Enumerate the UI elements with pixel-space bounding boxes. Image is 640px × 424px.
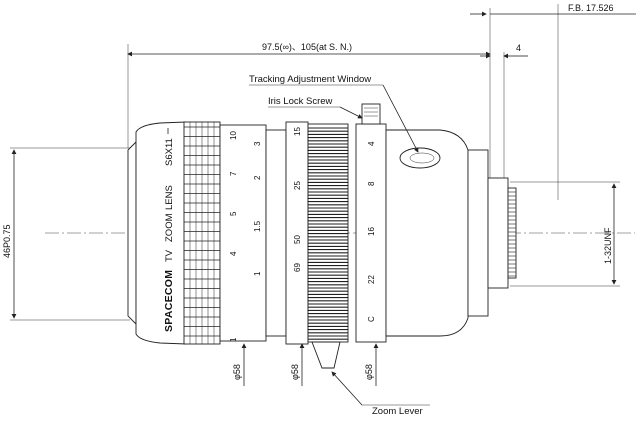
zoom-ring [285, 121, 309, 345]
lens-lettering: SPACECOM TV ZOOM LENS S6X11 [163, 128, 175, 332]
lens-body [127, 103, 517, 369]
svg-text:2: 2 [253, 175, 262, 180]
tracking-window-callout: Tracking Adjustment Window [249, 74, 419, 153]
mount-thread-texture [508, 191, 516, 277]
offset-dimension: 4 [480, 43, 528, 178]
zoom-lever [311, 341, 341, 369]
overall-length-label: 97.5(∞)、105(at S. N.) [262, 42, 352, 52]
mount-thread-label: 1-32UNF [603, 227, 613, 264]
svg-text:φ58: φ58 [290, 364, 300, 380]
iris-scale: 4 8 16 22 C [367, 141, 376, 322]
focus-grip-texture [184, 122, 220, 344]
zoom-lever-label: Zoom Lever [372, 406, 423, 417]
lens-label-text: LENS [164, 185, 175, 210]
svg-text:8: 8 [367, 181, 376, 186]
focus-scale-a: 10 7 5 4 1 [229, 131, 238, 342]
svg-text:1.5: 1.5 [253, 220, 262, 232]
svg-text:50: 50 [293, 235, 302, 244]
svg-text:10: 10 [229, 131, 238, 140]
tv-text: TV [164, 249, 175, 262]
flange-back-label: F.B. 17.526 [568, 3, 614, 13]
offset-label: 4 [516, 43, 521, 53]
focus-scale-b: 3 2 1.5 1 [253, 141, 262, 276]
zoom-text: ZOOM [164, 213, 175, 242]
overall-length-dimension: 97.5(∞)、105(at S. N.) [127, 42, 491, 148]
tracking-window-label: Tracking Adjustment Window [249, 74, 371, 85]
zoom-grip-texture [308, 127, 348, 340]
svg-text:16: 16 [367, 227, 376, 236]
svg-text:1: 1 [253, 271, 262, 276]
zoom-scale: 15 25 50 69 [293, 127, 302, 272]
iris-lock-screw [361, 103, 381, 125]
front-thread-dimension: 46P0.75 [2, 147, 130, 321]
iris-screw-label: Iris Lock Screw [268, 96, 333, 107]
svg-text:φ58: φ58 [364, 364, 374, 380]
front-thread-label: 46P0.75 [2, 224, 12, 258]
svg-text:25: 25 [293, 181, 302, 190]
svg-text:5: 5 [229, 211, 238, 216]
tracking-window [399, 147, 441, 169]
model-text: S6X11 [164, 138, 175, 166]
svg-text:3: 3 [253, 141, 262, 146]
svg-text:1: 1 [229, 337, 238, 342]
mount-thread-dimension: 1-32UNF [510, 181, 620, 287]
zoom-lever-callout: Zoom Lever [331, 371, 430, 417]
svg-text:C: C [367, 316, 376, 322]
svg-text:4: 4 [367, 141, 376, 146]
iris-screw-callout: Iris Lock Screw [268, 96, 363, 119]
diameter-mark-2: φ58 [290, 343, 305, 386]
svg-text:69: 69 [293, 263, 302, 272]
brand-text: SPACECOM [163, 270, 175, 332]
svg-text:22: 22 [367, 275, 376, 284]
svg-text:φ58: φ58 [232, 364, 242, 380]
svg-text:4: 4 [229, 251, 238, 256]
diameter-mark-1: φ58 [232, 343, 247, 386]
flange-back-dimension: F.B. 17.526 [470, 3, 636, 200]
svg-text:15: 15 [293, 127, 302, 136]
c-mount [487, 177, 509, 289]
diameter-mark-3: φ58 [364, 343, 379, 386]
svg-text:7: 7 [229, 171, 238, 176]
